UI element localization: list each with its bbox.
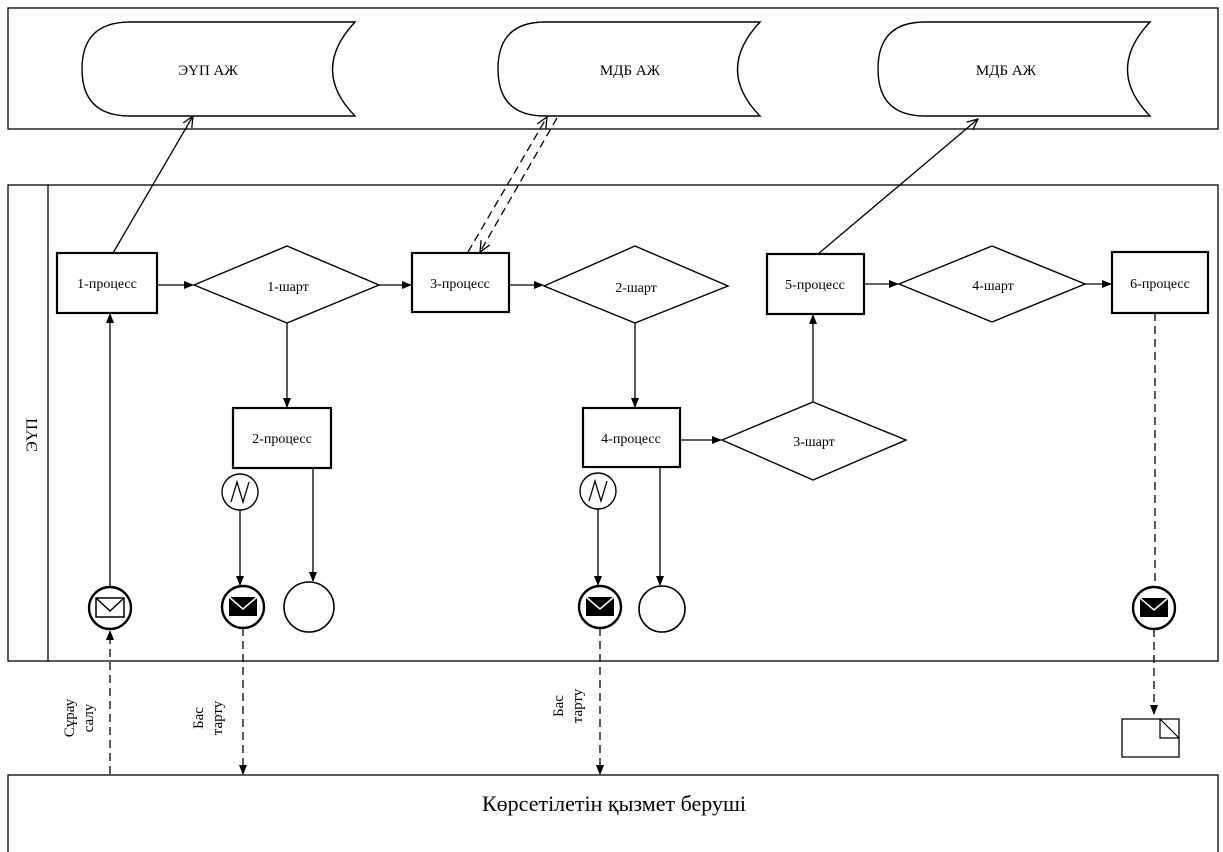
provider-label: Көрсетілетін қызмет беруші <box>482 791 746 816</box>
timer-icon <box>221 473 259 511</box>
envelope-filled-icon <box>220 584 266 630</box>
envelope-filled-icon <box>1131 585 1177 631</box>
svg-text:Бас: Бас <box>191 707 207 729</box>
process-label: 4-процесс <box>601 432 661 447</box>
condition-label: 4-шарт <box>972 279 1014 294</box>
process-2: 2-процесс <box>231 406 333 470</box>
database-МДБ-АЖ-1: МДБ АЖ <box>497 21 762 117</box>
database-ЭҮП-АЖ: ЭҮП АЖ <box>81 21 357 117</box>
provider-band <box>7 774 1219 852</box>
condition-label: 3-шарт <box>793 435 835 450</box>
end-event-circle <box>638 585 686 633</box>
process-6: 6-процесс <box>1110 250 1210 315</box>
svg-text:салу: салу <box>81 703 97 732</box>
process-label: 3-процесс <box>430 277 490 292</box>
document-icon <box>1121 718 1180 758</box>
database-label: МДБ АЖ <box>976 63 1037 79</box>
end-event-circle <box>283 581 335 633</box>
database-label: МДБ АЖ <box>600 63 661 79</box>
systems-band <box>7 7 1219 130</box>
lane-label: ЭҮП <box>24 418 41 452</box>
process-label: 1-процесс <box>77 277 137 292</box>
request-label: Сұрау салу <box>62 698 97 737</box>
process-label: 6-процесс <box>1130 277 1190 292</box>
condition-3: 3-шарт <box>720 401 908 481</box>
condition-label: 1-шарт <box>267 280 309 295</box>
process-3: 3-процесс <box>410 251 511 314</box>
lane-box <box>7 184 1219 662</box>
condition-2: 2-шарт <box>542 245 730 324</box>
database-МДБ-АЖ-2: МДБ АЖ <box>877 21 1152 117</box>
refusal-label: Бас тарту <box>191 700 226 735</box>
svg-text:Сұрау: Сұрау <box>62 698 78 737</box>
process-4: 4-процесс <box>581 406 682 469</box>
timer-icon <box>579 472 617 510</box>
condition-label: 2-шарт <box>615 281 657 296</box>
process-label: 2-процесс <box>252 432 312 447</box>
condition-1: 1-шарт <box>192 245 381 324</box>
envelope-filled-icon <box>577 584 623 630</box>
condition-4: 4-шарт <box>897 245 1087 323</box>
svg-text:тарту: тарту <box>570 688 586 723</box>
flow-connectors <box>106 116 1112 587</box>
process-5: 5-процесс <box>765 252 866 316</box>
envelope-open-icon <box>87 585 133 631</box>
svg-text:Бас: Бас <box>551 695 567 717</box>
refusal-label: Бас тарту <box>551 688 586 723</box>
process-1: 1-процесс <box>55 251 159 315</box>
process-label: 5-процесс <box>785 278 845 293</box>
dashed-connectors <box>106 117 1158 775</box>
database-label: ЭҮП АЖ <box>178 63 238 79</box>
svg-text:тарту: тарту <box>210 700 226 735</box>
